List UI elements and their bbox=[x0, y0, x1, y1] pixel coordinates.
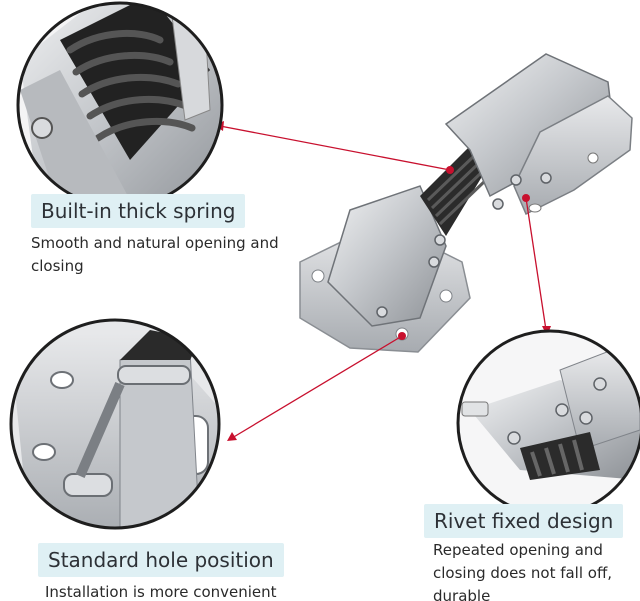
hole-feature-title: Standard hole position bbox=[38, 543, 284, 577]
hole-detail-zoom bbox=[9, 318, 221, 530]
hinge-cup-plate bbox=[513, 95, 633, 216]
spring-feature-description: Smooth and natural opening and closing bbox=[31, 234, 279, 275]
callout-lines bbox=[214, 121, 551, 441]
plate-hole bbox=[439, 289, 453, 303]
hinge-rivets bbox=[376, 172, 552, 318]
rivet-feature-description: Repeated opening and closing does not fa… bbox=[433, 541, 613, 601]
cup-hole bbox=[587, 152, 599, 164]
hole-feature-description: Installation is more convenient bbox=[45, 583, 277, 601]
rivet-feature-title: Rivet fixed design bbox=[424, 504, 624, 538]
hinge-body bbox=[327, 185, 447, 327]
cup-slot bbox=[528, 203, 542, 213]
plate-hole bbox=[311, 269, 325, 283]
rivet-detail-zoom bbox=[456, 329, 640, 517]
spring-feature-title: Built-in thick spring bbox=[31, 194, 246, 228]
hinge-product-photo bbox=[299, 53, 633, 353]
spring-detail-zoom bbox=[16, 1, 224, 209]
spring-coils bbox=[426, 154, 488, 226]
